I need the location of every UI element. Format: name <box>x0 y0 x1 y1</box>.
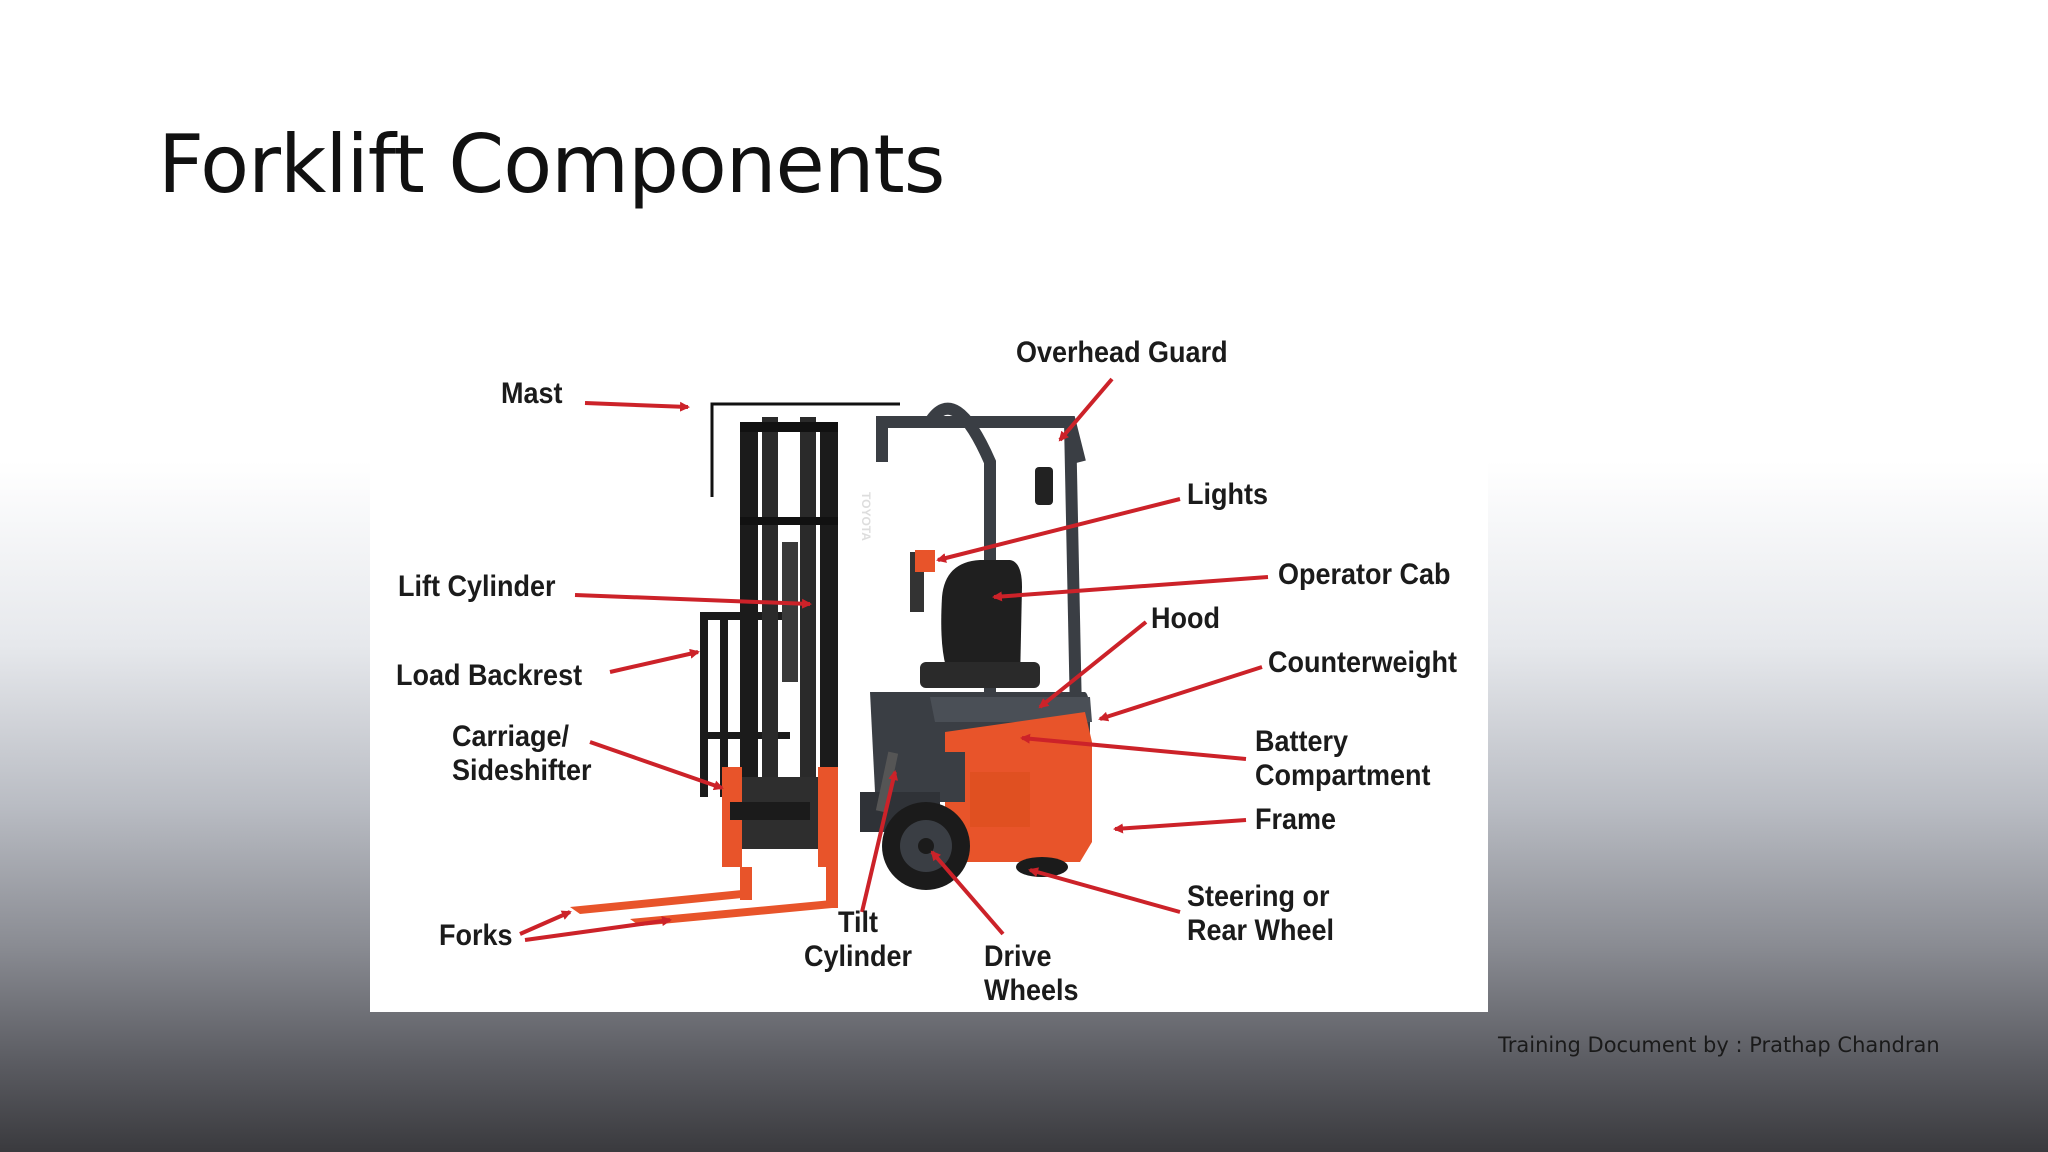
forks-shape <box>570 867 838 926</box>
label-lift-cylinder: Lift Cylinder <box>398 570 556 603</box>
arrow-carriage <box>589 740 724 791</box>
mast-brand-text: TOYOTA <box>859 492 873 541</box>
label-load-backrest: Load Backrest <box>396 659 583 692</box>
label-operator-cab: Operator Cab <box>1278 558 1451 591</box>
label-hood: Hood <box>1151 602 1220 635</box>
arrow-hood <box>1038 620 1148 709</box>
arrow-tilt-cylinder <box>860 770 899 913</box>
slide-title: Forklift Components <box>158 118 945 211</box>
arrow-drive-wheels <box>930 850 1005 936</box>
label-frame: Frame <box>1255 803 1337 836</box>
arrow-overhead-guard <box>1058 377 1114 442</box>
label-mast: Mast <box>501 377 563 410</box>
arrow-forks-1 <box>519 910 572 936</box>
arrow-steering <box>1028 867 1181 914</box>
label-counterweight: Counterweight <box>1268 646 1457 679</box>
arrow-load-backrest <box>609 648 700 674</box>
mast-shape: TOYOTA <box>740 417 873 802</box>
callout-arrows <box>519 377 1269 942</box>
arrow-counterweight <box>1098 665 1263 722</box>
label-tilt-cylinder: Tilt Cylinder <box>804 906 913 973</box>
footer-credit: Training Document by : Prathap Chandran <box>1498 1033 1940 1057</box>
label-carriage-sideshifter: Carriage/ Sideshifter <box>452 720 592 787</box>
drive-wheel-shape <box>882 802 970 890</box>
arrow-operator-cab <box>992 575 1269 602</box>
label-lights: Lights <box>1187 478 1268 511</box>
label-steering-rear-wheel: Steering or Rear Wheel <box>1187 880 1335 947</box>
arrow-lift-cylinder <box>574 593 812 609</box>
lift-cylinder-shape <box>782 542 798 682</box>
label-forks: Forks <box>439 919 513 952</box>
forklift-illustration-icon: TOYOTA <box>519 377 1269 942</box>
arrow-frame <box>1113 818 1247 834</box>
label-battery-compartment: Battery Compartment <box>1255 725 1431 792</box>
label-overhead-guard: Overhead Guard <box>1016 336 1228 369</box>
arrow-forks-2 <box>524 916 672 942</box>
forklift-diagram: TOYOTA <box>370 322 1488 1012</box>
carriage-shape <box>722 767 838 867</box>
label-drive-wheels: Drive Wheels <box>984 940 1079 1007</box>
operator-seat-shape <box>910 550 1040 688</box>
arrow-battery <box>1020 733 1247 761</box>
arrow-lights <box>936 497 1181 563</box>
arrow-mast <box>584 401 690 412</box>
